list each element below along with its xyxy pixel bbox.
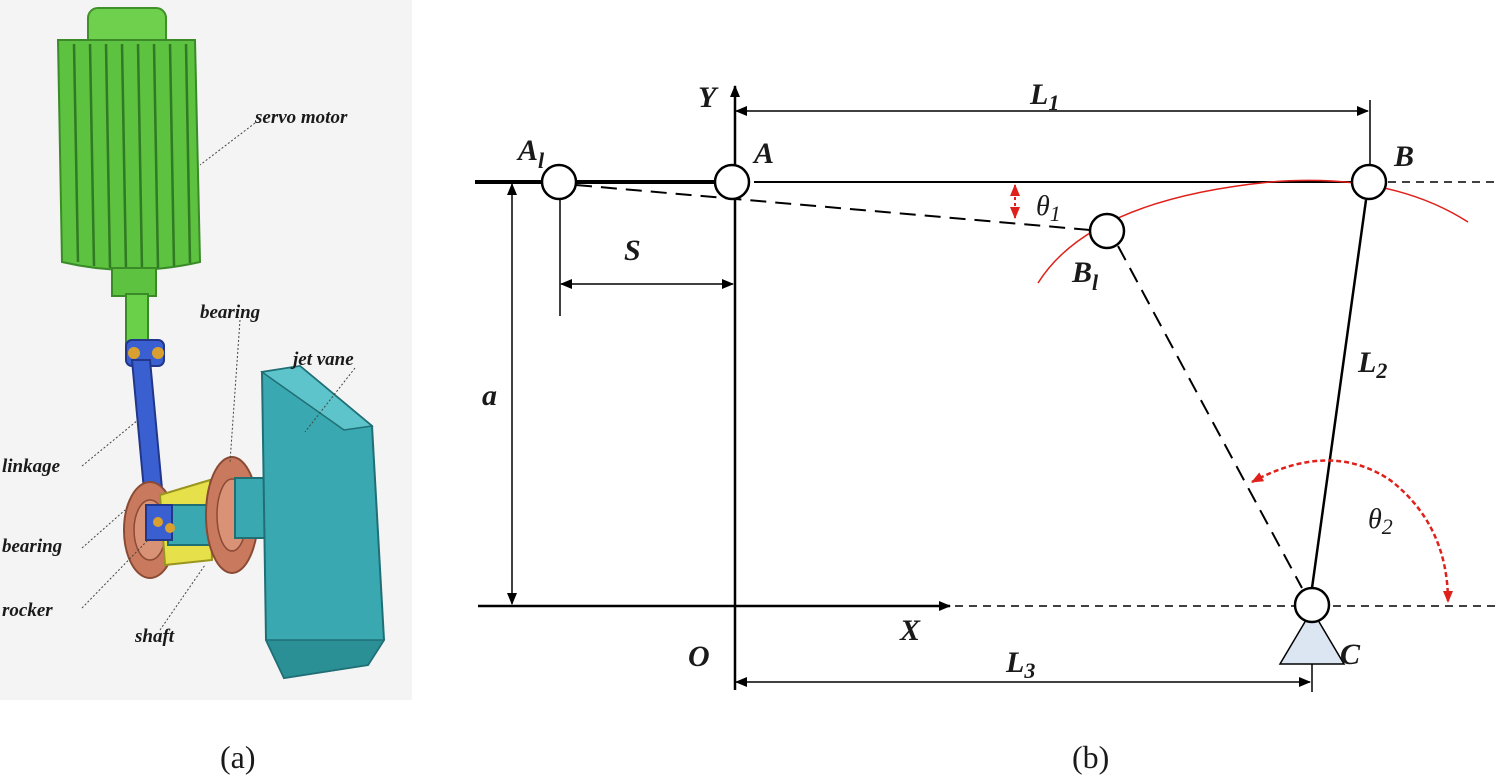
servo-motor xyxy=(56,7,202,345)
label-shaft: shaft xyxy=(134,626,175,647)
linkage xyxy=(125,339,166,514)
joint-c xyxy=(1293,586,1331,624)
label-a: A xyxy=(752,137,774,170)
label-linkage: linkage xyxy=(2,456,61,477)
link-al-bl xyxy=(575,184,1091,231)
label-c: C xyxy=(1340,638,1361,671)
jet-vane xyxy=(260,364,386,680)
joint-a-l xyxy=(540,163,578,201)
joint-a xyxy=(713,163,751,201)
panel-a: servo motor bearing jet vane linkage bea… xyxy=(0,0,412,775)
joint-b xyxy=(1350,163,1388,201)
label-b-l: Bl xyxy=(1071,256,1099,295)
shaft-assembly xyxy=(123,456,268,579)
label-b: B xyxy=(1393,140,1414,173)
label-origin: O xyxy=(688,640,710,673)
label-l3: L3 xyxy=(1005,646,1035,683)
arc-b-trajectory xyxy=(1037,179,1469,284)
label-servo-motor: servo motor xyxy=(254,107,348,128)
panel-b: Y O X Al A B Bl C L1 L2 L3 S a θ1 θ2 (b) xyxy=(475,78,1500,775)
label-y-axis: Y xyxy=(698,81,719,114)
label-theta1: θ1 xyxy=(1036,191,1061,226)
label-l2: L2 xyxy=(1357,346,1387,383)
label-bearing-left: bearing xyxy=(2,536,62,557)
label-theta2: θ2 xyxy=(1368,504,1393,539)
rocker-bc xyxy=(1310,199,1368,589)
label-a-height: a xyxy=(482,379,497,412)
label-l1: L1 xyxy=(1029,78,1059,115)
label-rocker: rocker xyxy=(2,600,53,621)
theta2-arrow xyxy=(1251,459,1453,603)
label-jet-vane: jet vane xyxy=(290,349,354,370)
panel-a-leaders xyxy=(81,122,356,631)
label-x-axis: X xyxy=(899,614,921,647)
link-bl-c xyxy=(1117,245,1303,589)
caption-a: (a) xyxy=(220,739,256,775)
pivot-base-c xyxy=(1278,608,1346,665)
label-bearing-top: bearing xyxy=(200,302,260,323)
label-a-l: Al xyxy=(516,134,545,173)
caption-b: (b) xyxy=(1072,739,1109,775)
joint-b-l xyxy=(1088,212,1126,250)
label-s: S xyxy=(624,234,641,267)
